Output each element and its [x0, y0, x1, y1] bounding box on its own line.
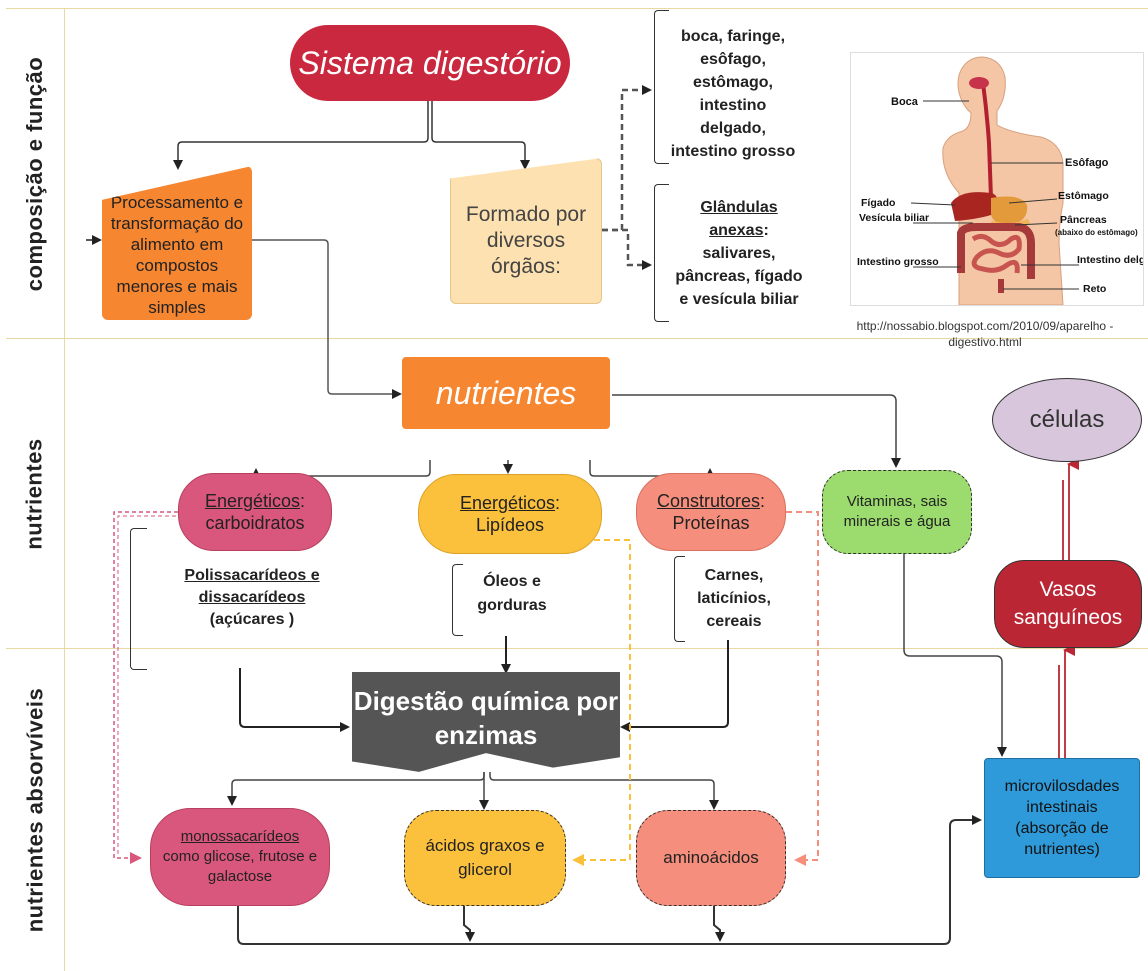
edge-digestao-produtos — [227, 772, 719, 810]
node-formado: Formado por diversos órgãos: — [450, 158, 602, 304]
orgaos-label: boca, faringe, esôfago, estômago, intest… — [670, 28, 796, 160]
vitaminas-label: Vitaminas, sais minerais e água — [843, 493, 951, 530]
bracket-carnes — [674, 556, 685, 642]
processamento-label: Processamento e transformação do aliment… — [110, 193, 244, 317]
node-aminoacidos: aminoácidos — [636, 810, 786, 906]
node-glandulas: Glândulas anexas: salivares, pâncreas, f… — [670, 186, 808, 320]
glandulas-colon: : — [763, 221, 769, 239]
carboidratos-colon: : — [300, 491, 306, 511]
anatomy-label-reto: Reto — [1083, 283, 1106, 295]
aminoacidos-label: aminoácidos — [663, 848, 759, 867]
carnes-label: Carnes, laticínios, cereais — [697, 566, 771, 630]
acidos-label: ácidos graxos e glicerol — [425, 836, 545, 879]
anatomy-image: Boca Esôfago Fígado Estômago Vesícula bi… — [850, 52, 1144, 306]
edge-processamento-nutrientes — [250, 239, 402, 399]
node-carboidratos: Energéticos: carboidratos — [178, 473, 332, 551]
bracket-glandulas — [654, 184, 669, 322]
oleos-label: Óleos e gorduras — [477, 573, 547, 614]
source-url: http://nossabio.blogspot.com/2010/09/apa… — [856, 319, 1114, 349]
poli-title: Polissacarídeos e dissacarídeos — [184, 567, 320, 606]
anatomy-label-boca: Boca — [891, 96, 919, 108]
bracket-oleos — [452, 564, 463, 636]
edge-vitaminas-microvilos — [903, 553, 1007, 757]
node-lipideos: Energéticos: Lipídeos — [418, 474, 602, 554]
anatomy-label-figado: Fígado — [861, 197, 895, 209]
lipideos-sub: Lipídeos — [475, 515, 545, 535]
bracket-poli — [130, 528, 147, 670]
edge-sistema-branches — [173, 100, 530, 170]
node-orgaos-lista: boca, faringe, esôfago, estômago, intest… — [670, 10, 796, 178]
proteinas-colon: : — [760, 491, 766, 511]
carboidratos-sub: carboidratos — [205, 513, 305, 533]
vasos-label: Vasos sanguíneos — [1013, 578, 1123, 629]
edge-alimentos-digestao — [239, 636, 729, 732]
proteinas-title: Construtores — [656, 491, 761, 511]
glandulas-title: Glândulas anexas — [700, 198, 778, 239]
lane-composicao — [6, 8, 1148, 339]
node-nutrientes: nutrientes — [402, 357, 610, 429]
formado-label: Formado por diversos órgãos: — [465, 203, 587, 278]
lipideos-title: Energéticos — [459, 493, 556, 513]
anatomy-drawing: Boca Esôfago Fígado Estômago Vesícula bi… — [857, 56, 1143, 305]
proteinas-sub: Proteínas — [672, 513, 750, 533]
anatomy-label-estomago: Estômago — [1058, 190, 1109, 202]
edge-vasos-celulas — [1062, 458, 1079, 560]
edge-carboidratos-mono — [113, 511, 178, 864]
mono-title: monossacarídeos — [180, 828, 300, 845]
anatomy-label-intestino-grosso: Intestino grosso — [857, 256, 939, 268]
node-vasos: Vasos sanguíneos — [994, 560, 1142, 648]
microvilos-sub: (absorção de nutrientes) — [1015, 820, 1109, 858]
mono-sub: como glicose, frutose e galactose — [162, 848, 318, 885]
glandulas-lista: salivares, pâncreas, fígado e vesícula b… — [675, 244, 803, 308]
microvilos-title: microvilosdades intestinais — [1004, 778, 1120, 816]
node-microvilos: microvilosdades intestinais (absorção de… — [984, 758, 1140, 878]
lipideos-colon: : — [555, 493, 561, 513]
node-poli: Polissacarídeos e dissacarídeos (açúcare… — [152, 562, 352, 634]
edge-formado-listas — [602, 85, 652, 270]
digestao-label: Digestão química por enzimas — [353, 686, 619, 750]
edge-lipideos-acidos — [572, 539, 631, 866]
nutrientes-label: nutrientes — [435, 374, 577, 411]
edge-produtos-microvilos — [237, 815, 982, 945]
lane-divider — [64, 8, 65, 971]
poli-sub: (açúcares ) — [209, 611, 295, 628]
node-sistema-digestorio: Sistema digestório — [290, 25, 570, 101]
node-oleos: Óleos e gorduras — [462, 568, 562, 620]
node-vitaminas: Vitaminas, sais minerais e água — [822, 470, 972, 554]
node-mono: monossacarídeos como glicose, frutose e … — [150, 808, 330, 906]
node-proteinas: Construtores: Proteínas — [636, 473, 786, 551]
node-acidos: ácidos graxos e glicerol — [404, 810, 566, 906]
lane-nutrientes — [6, 339, 1148, 649]
edge-proteinas-aminoacidos — [786, 511, 819, 866]
node-carnes: Carnes, laticínios, cereais — [684, 562, 784, 634]
anatomy-label-vesicula: Vesícula biliar — [859, 212, 929, 224]
anatomy-label-intestino-delgado: Intestino delgado — [1077, 254, 1143, 266]
carboidratos-title: Energéticos — [204, 491, 301, 511]
sistema-label: Sistema digestório — [298, 44, 562, 81]
edge-microvilos-vasos — [1058, 644, 1075, 758]
celulas-label: células — [1029, 406, 1105, 433]
bracket-orgaos — [654, 10, 669, 164]
node-celulas: células — [992, 378, 1142, 462]
anatomy-label-esofago: Esôfago — [1065, 157, 1109, 169]
anatomy-label-pancreas-note: (abaixo do estômago) — [1055, 228, 1138, 237]
anatomy-label-pancreas: Pâncreas — [1060, 214, 1107, 226]
